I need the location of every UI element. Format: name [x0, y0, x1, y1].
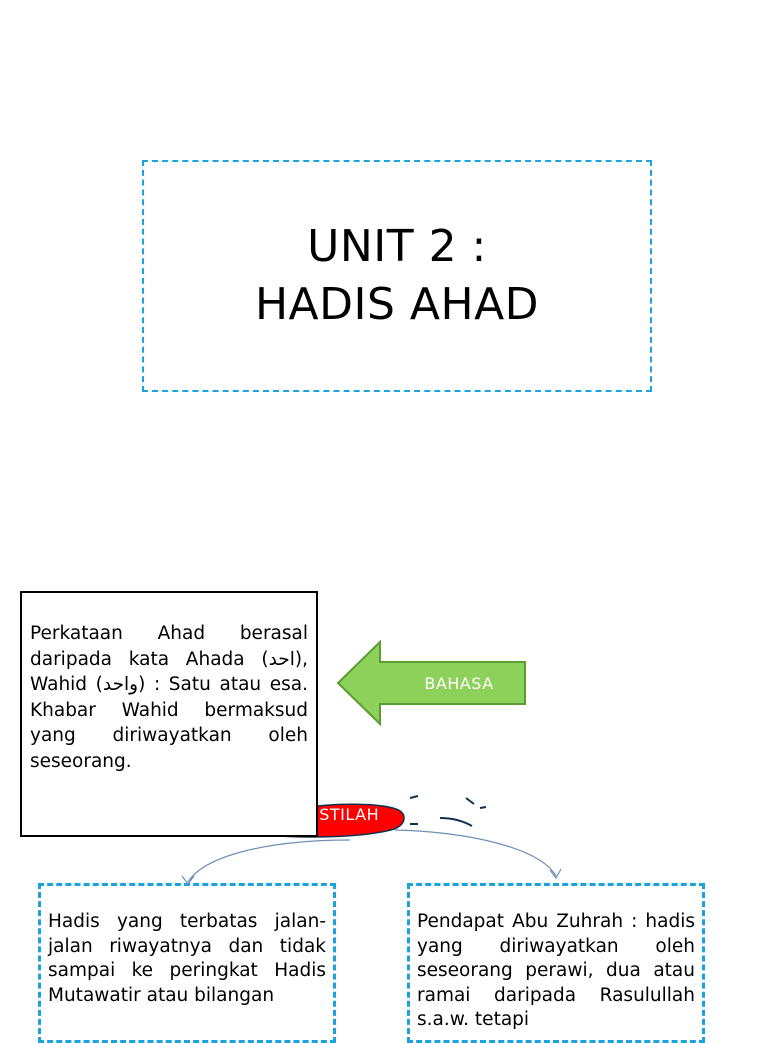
splatter-mark: [479, 806, 487, 809]
title-line-1: UNIT 2 :: [307, 221, 487, 272]
card-hadis-terbatas: Hadis yang terbatas jalan-jalan riwayatn…: [38, 883, 336, 1043]
arrowhead-right-icon: [549, 868, 562, 880]
definition-box: Perkataan Ahad berasal daripada kata Aha…: [20, 591, 318, 837]
title-box: UNIT 2 : HADIS AHAD: [142, 160, 652, 392]
left-arrow-icon: [336, 640, 526, 726]
card-abu-zuhrah: Pendapat Abu Zuhrah : hadis yang diriway…: [407, 883, 705, 1043]
splatter-mark: [465, 797, 475, 805]
splatter-mark: [439, 817, 473, 827]
connector-lines: [181, 795, 562, 885]
bahasa-arrow: BAHASA: [336, 640, 528, 726]
definition-text: Perkataan Ahad berasal daripada kata Aha…: [30, 623, 308, 772]
connector-right: [394, 829, 557, 877]
card-left-text: Hadis yang terbatas jalan-jalan riwayatn…: [48, 911, 326, 1006]
istilah-label: ISTILAH: [314, 805, 380, 824]
arrowhead-left-icon: [181, 875, 195, 885]
bahasa-label: BAHASA: [424, 673, 494, 693]
card-right-text: Pendapat Abu Zuhrah : hadis yang diriway…: [417, 911, 695, 1030]
splatter-mark: [409, 795, 419, 799]
connector-left: [187, 839, 351, 883]
title-line-2: HADIS AHAD: [254, 279, 540, 330]
